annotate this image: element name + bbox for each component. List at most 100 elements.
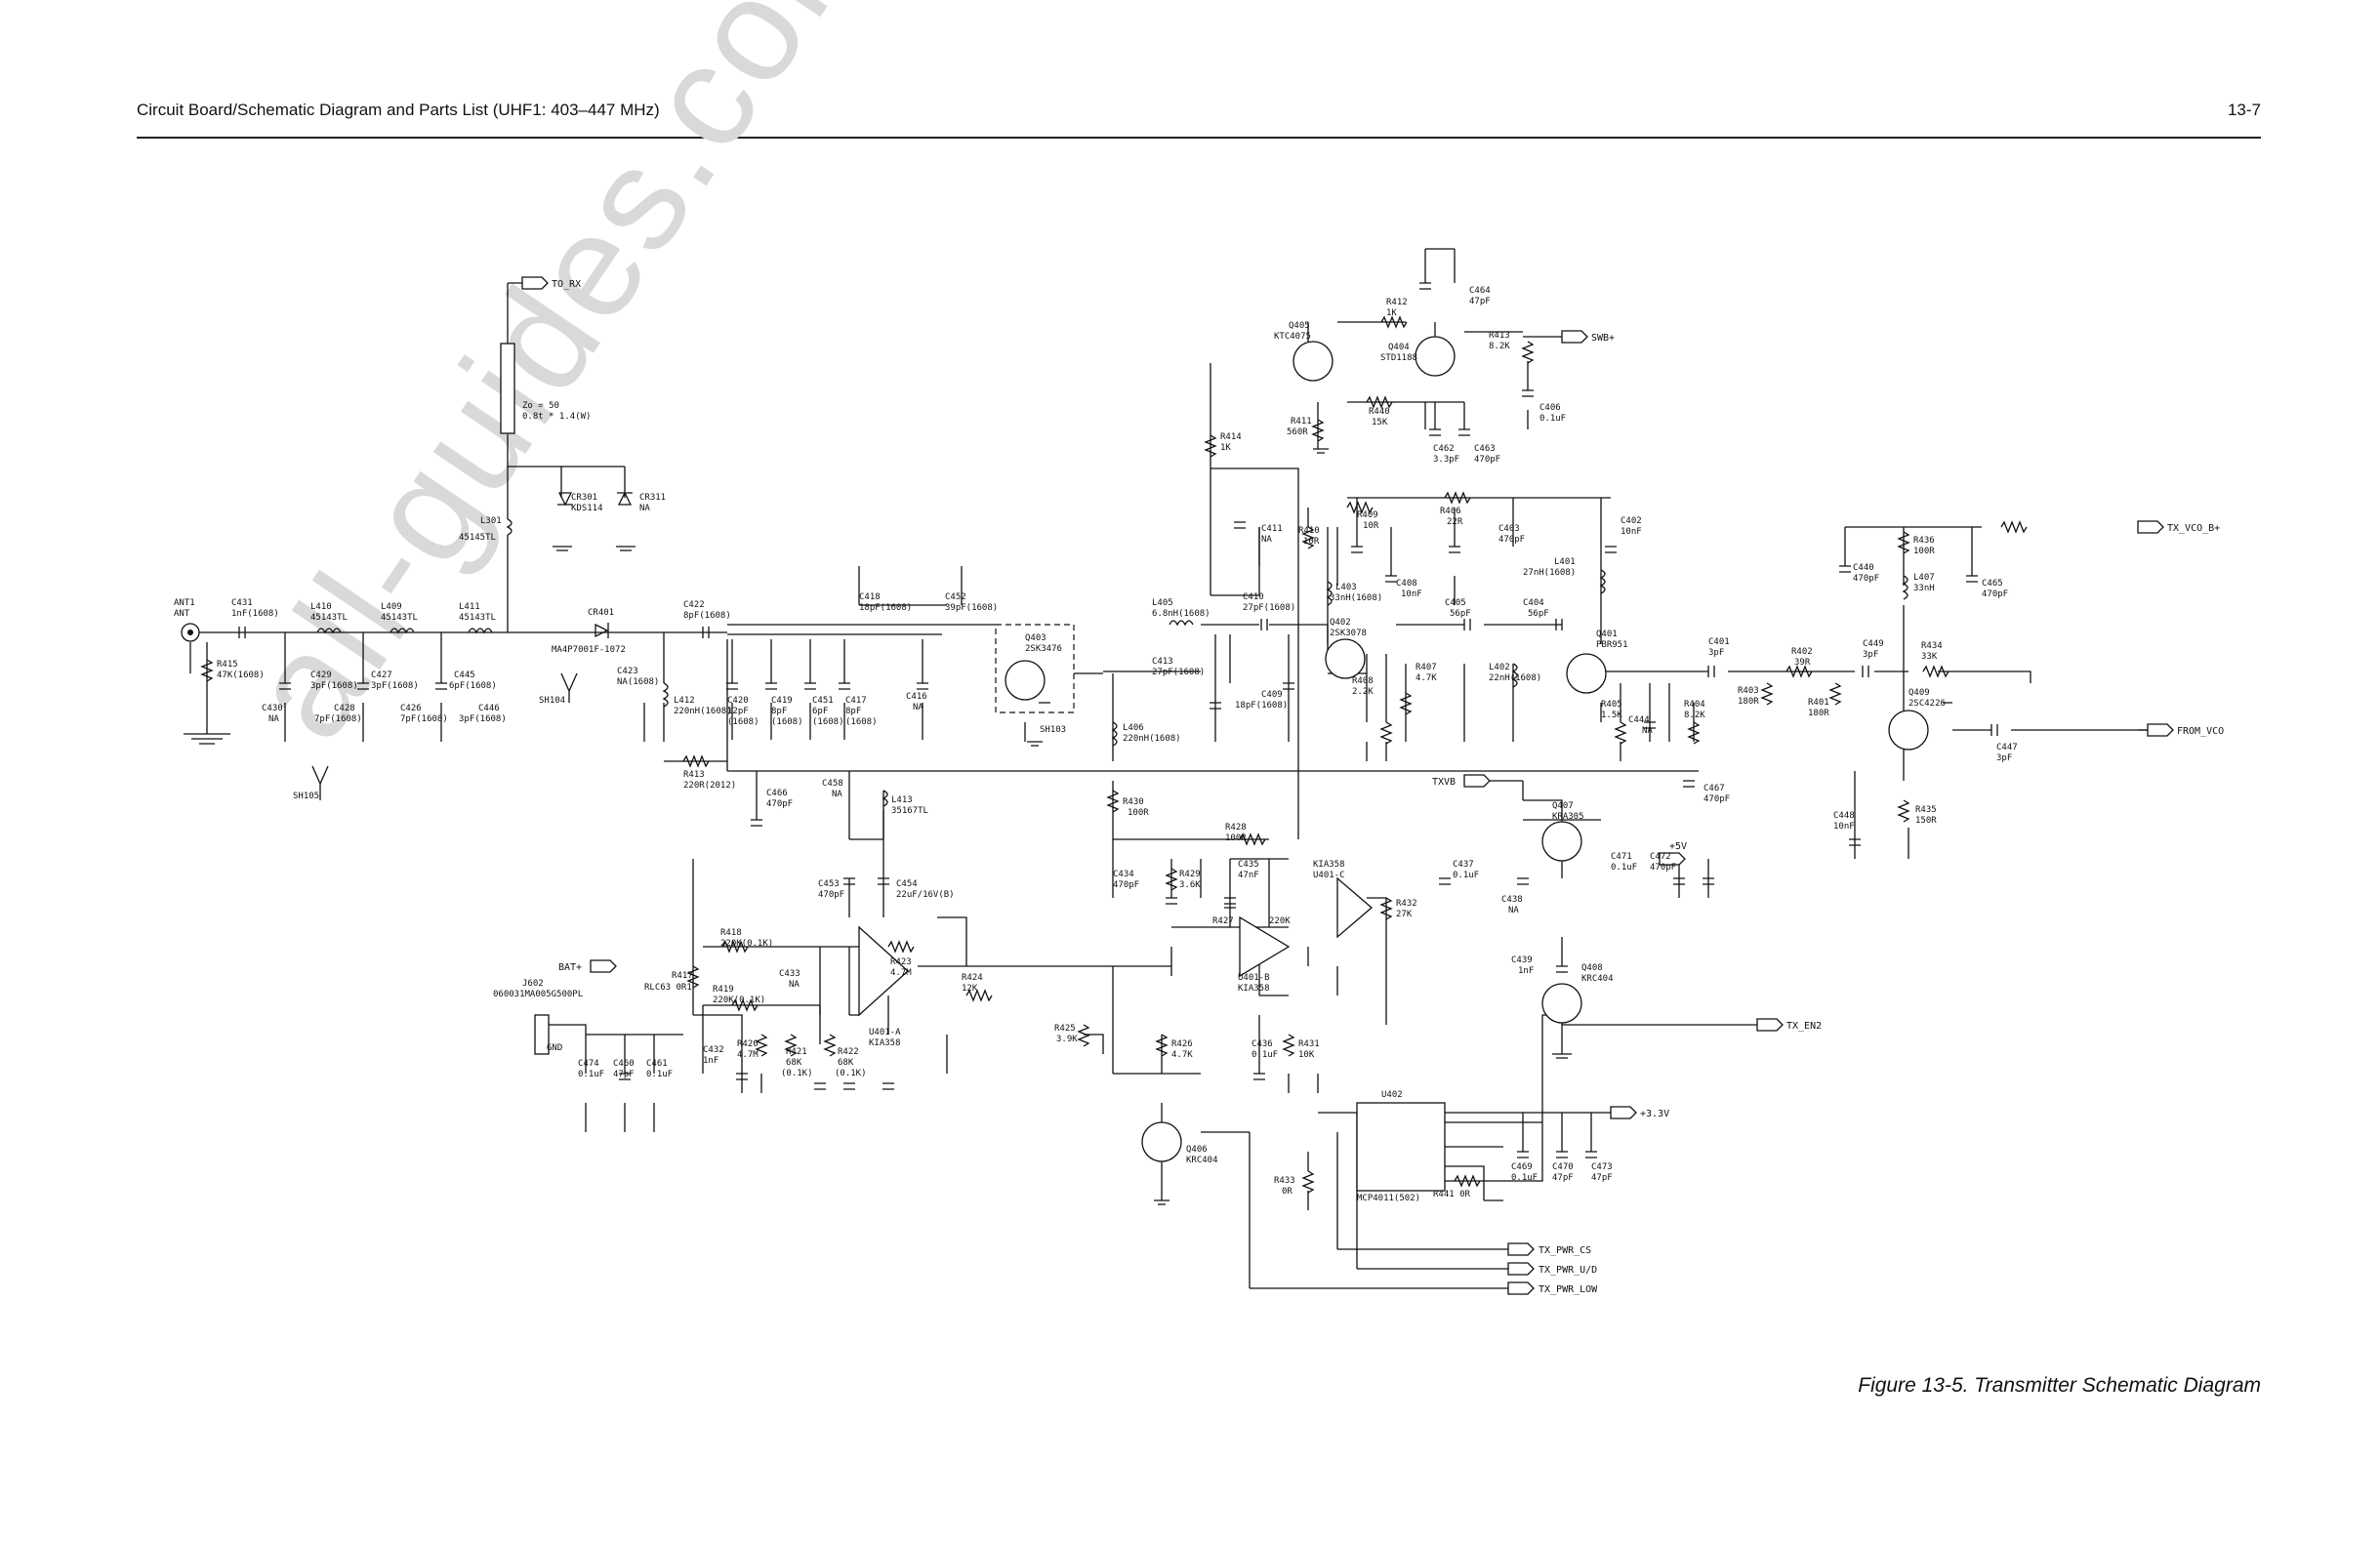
- label-c447-value: 3pF: [1996, 753, 2012, 763]
- r401-symbol: [1828, 682, 1842, 706]
- label-cr301-value: KDS114: [571, 504, 603, 513]
- label-c410-value: 27pF(1608): [1243, 603, 1295, 613]
- label-c449: C449: [1863, 639, 1884, 649]
- q402-symbol: [1325, 638, 1366, 679]
- signal-tx-vco-b: TX_VCO_B+: [2167, 523, 2220, 534]
- label-r420-value: 4.7M: [737, 1050, 759, 1060]
- r436-symbol: [1897, 531, 1910, 554]
- label-r429-value: 3.6K: [1179, 880, 1201, 890]
- label-c428-value: 7pF(1608): [314, 714, 362, 724]
- label-r433-value: 0R: [1282, 1187, 1293, 1197]
- label-l407-value: 33nH: [1913, 584, 1935, 593]
- r432-symbol: [1379, 897, 1393, 920]
- label-r404: R404: [1684, 700, 1705, 710]
- label-q408: Q408: [1581, 963, 1603, 973]
- cr401-symbol: [595, 623, 609, 638]
- r417-symbol: [686, 965, 700, 989]
- label-c417-pkg: (1608): [845, 717, 878, 727]
- label-r426: R426: [1171, 1039, 1193, 1049]
- label-q406-value: KRC404: [1186, 1156, 1218, 1165]
- label-j602-value: 060031MA005G500PL: [493, 990, 583, 999]
- label-r417: R417: [672, 971, 693, 981]
- label-c452-value: 39pF(1608): [945, 603, 998, 613]
- page-header-title: Circuit Board/Schematic Diagram and Part…: [137, 101, 660, 119]
- label-c464: C464: [1469, 286, 1491, 296]
- label-r406-value: 22R: [1447, 517, 1463, 527]
- label-j602: J602: [522, 979, 544, 989]
- q408-symbol: [1541, 983, 1582, 1024]
- r431-symbol: [1282, 1034, 1295, 1057]
- cr301-symbol: [557, 492, 573, 507]
- label-r409: R409: [1357, 510, 1378, 520]
- label-c454: C454: [896, 879, 918, 889]
- label-c473: C473: [1591, 1162, 1613, 1172]
- l301-symbol: [506, 518, 513, 536]
- label-q401-value: PBR951: [1596, 640, 1628, 650]
- label-gnd: GND: [547, 1043, 562, 1053]
- label-r432: R432: [1396, 899, 1417, 909]
- r435-symbol: [1897, 799, 1910, 823]
- label-r421-tol: (0.1K): [781, 1069, 813, 1078]
- label-q403-value: 2SK3476: [1025, 644, 1062, 654]
- label-r424: R424: [962, 973, 983, 983]
- label-q408-value: KRC404: [1581, 974, 1614, 984]
- label-l407: L407: [1913, 573, 1935, 583]
- label-l406-value: 220nH(1608): [1123, 734, 1181, 744]
- label-r435-value: 150R: [1915, 816, 1937, 826]
- label-r427: R427: [1212, 916, 1234, 926]
- label-c472: C472: [1650, 852, 1671, 862]
- c404-symbol: [1555, 619, 1563, 630]
- label-c433-value: NA: [789, 980, 800, 990]
- label-c429-value: 3pF(1608): [310, 681, 358, 691]
- label-c471-value: 0.1uF: [1611, 863, 1637, 873]
- label-q402-value: 2SK3078: [1330, 629, 1367, 638]
- l407-symbol: [1902, 575, 1908, 600]
- label-l406: L406: [1123, 723, 1144, 733]
- label-c419: C419: [771, 696, 793, 706]
- label-c434-value: 470pF: [1113, 880, 1139, 890]
- label-c413: C413: [1152, 657, 1173, 667]
- label-r401: R401: [1808, 698, 1829, 708]
- label-r423: R423: [890, 957, 912, 967]
- header-rule: [137, 137, 2261, 139]
- label-l401: L401: [1554, 557, 1576, 567]
- label-c427: C427: [371, 670, 392, 680]
- label-c426-value: 7pF(1608): [400, 714, 448, 724]
- label-r403: R403: [1738, 686, 1759, 696]
- label-c445: C445: [454, 670, 475, 680]
- label-r429: R429: [1179, 870, 1201, 879]
- label-r421-value: 68K: [786, 1058, 802, 1068]
- label-u401c: U401-C: [1313, 871, 1345, 880]
- label-q404-value: STD1188: [1380, 353, 1417, 363]
- q403-symbol: [1005, 660, 1046, 701]
- r407-symbol: [1399, 692, 1413, 715]
- label-r412: R412: [1386, 298, 1408, 307]
- label-c470-value: 47pF: [1552, 1173, 1574, 1183]
- label-l413: L413: [891, 795, 913, 805]
- microstrip-line: [500, 343, 515, 434]
- label-r402-value: 39R: [1794, 658, 1811, 668]
- label-r406: R406: [1440, 507, 1461, 516]
- label-r409-value: 10R: [1363, 521, 1379, 531]
- label-sh103: SH103: [1040, 725, 1066, 735]
- label-q405: Q405: [1289, 321, 1310, 331]
- label-c460: C460: [613, 1059, 635, 1069]
- q401-symbol: [1566, 653, 1607, 694]
- c405-symbol: [1463, 619, 1471, 630]
- label-l413-value: 35167TL: [891, 806, 928, 816]
- label-r419: R419: [713, 985, 734, 995]
- label-c466: C466: [766, 789, 788, 798]
- label-c417: C417: [845, 696, 867, 706]
- r403-symbol: [1760, 682, 1774, 706]
- r440-symbol: [1366, 395, 1393, 409]
- label-c403: C403: [1498, 524, 1520, 534]
- label-r419-value: 220K(0.1K): [713, 995, 765, 1005]
- label-r405-value: 1.5K: [1601, 711, 1622, 720]
- label-c406-value: 0.1uF: [1539, 414, 1566, 424]
- label-c438: C438: [1501, 895, 1523, 905]
- l402-symbol: [1511, 663, 1518, 688]
- label-c437: C437: [1453, 860, 1474, 870]
- label-c440-value: 470pF: [1853, 574, 1879, 584]
- label-r441: R441 0R: [1433, 1190, 1471, 1199]
